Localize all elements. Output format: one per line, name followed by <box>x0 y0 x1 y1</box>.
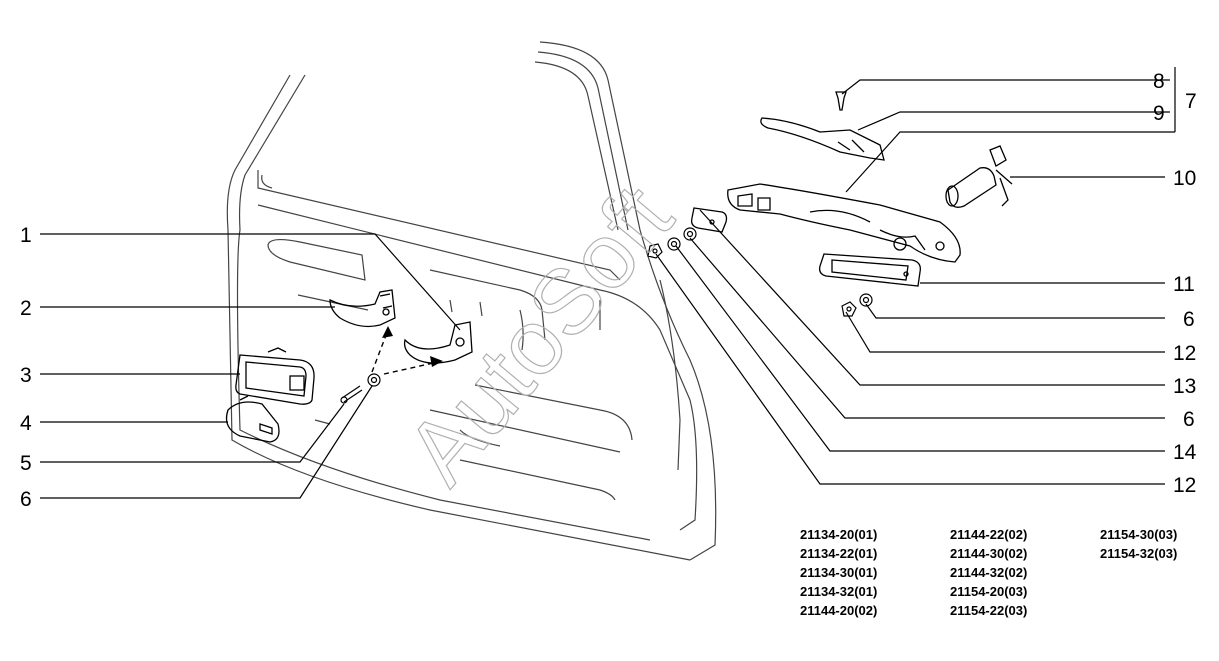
assembly-arrows <box>371 329 439 375</box>
door-outline <box>226 41 717 561</box>
model-code: 21134-30(01) <box>800 565 878 580</box>
nuts-right <box>647 227 873 317</box>
callout-label: 1 <box>20 224 32 247</box>
model-code: 21154-32(03) <box>1100 546 1178 561</box>
inner-handle-left <box>329 289 396 328</box>
callout-label: 12 <box>1173 474 1196 497</box>
callout-label: 6 <box>20 488 32 511</box>
callout-label: 11 <box>1173 273 1195 296</box>
callout-label: 13 <box>1173 375 1196 398</box>
model-code: 21144-20(02) <box>800 603 878 618</box>
callout-label: 14 <box>1173 441 1197 464</box>
callout-label: 6 <box>1183 408 1195 431</box>
callout-label: 8 <box>1153 70 1165 93</box>
model-code: 21134-20(01) <box>800 527 878 542</box>
model-code-column: 21144-22(02) 21144-30(02) 21144-32(02) 2… <box>950 525 1027 620</box>
arrow-heads <box>382 326 443 367</box>
watermark: AutoSoft <box>387 167 692 503</box>
callout-label: 9 <box>1153 102 1165 125</box>
handle-bezel <box>235 347 315 405</box>
callout-label: 7 <box>1185 90 1197 113</box>
callout-label: 5 <box>20 452 32 475</box>
screw <box>340 385 363 404</box>
outer-gasket <box>818 253 921 287</box>
model-code-column: 21154-30(03) 21154-32(03) <box>1100 525 1177 563</box>
model-code: 21154-22(03) <box>950 603 1028 618</box>
handle-lever <box>760 117 885 161</box>
leader-lines <box>40 67 1176 499</box>
model-code: 21154-20(03) <box>950 584 1028 599</box>
callout-label: 10 <box>1173 167 1196 190</box>
callouts-right: 8 9 7 10 11 6 12 13 6 14 12 <box>1153 70 1197 497</box>
handle-cover <box>225 395 280 443</box>
callout-label: 2 <box>20 297 32 320</box>
callout-label: 3 <box>20 364 32 387</box>
model-code: 21144-32(02) <box>950 565 1028 580</box>
model-code: 21144-30(02) <box>950 546 1028 561</box>
callouts-left: 1 2 3 4 5 6 <box>20 224 32 511</box>
model-code: 21144-22(02) <box>950 527 1028 542</box>
outer-handle <box>727 183 961 263</box>
nut-left <box>367 373 381 387</box>
model-code: 21134-32(01) <box>800 584 878 599</box>
model-code: 21154-30(03) <box>1100 527 1178 542</box>
lock-cylinder <box>945 145 1013 208</box>
pin <box>835 91 847 111</box>
inner-handle-right <box>403 321 473 364</box>
callout-label: 6 <box>1183 308 1195 331</box>
model-code-column: 21134-20(01) 21134-22(01) 21134-30(01) 2… <box>800 525 877 620</box>
callout-label: 4 <box>20 412 32 435</box>
model-code: 21134-22(01) <box>800 546 878 561</box>
callout-label: 12 <box>1173 342 1196 365</box>
